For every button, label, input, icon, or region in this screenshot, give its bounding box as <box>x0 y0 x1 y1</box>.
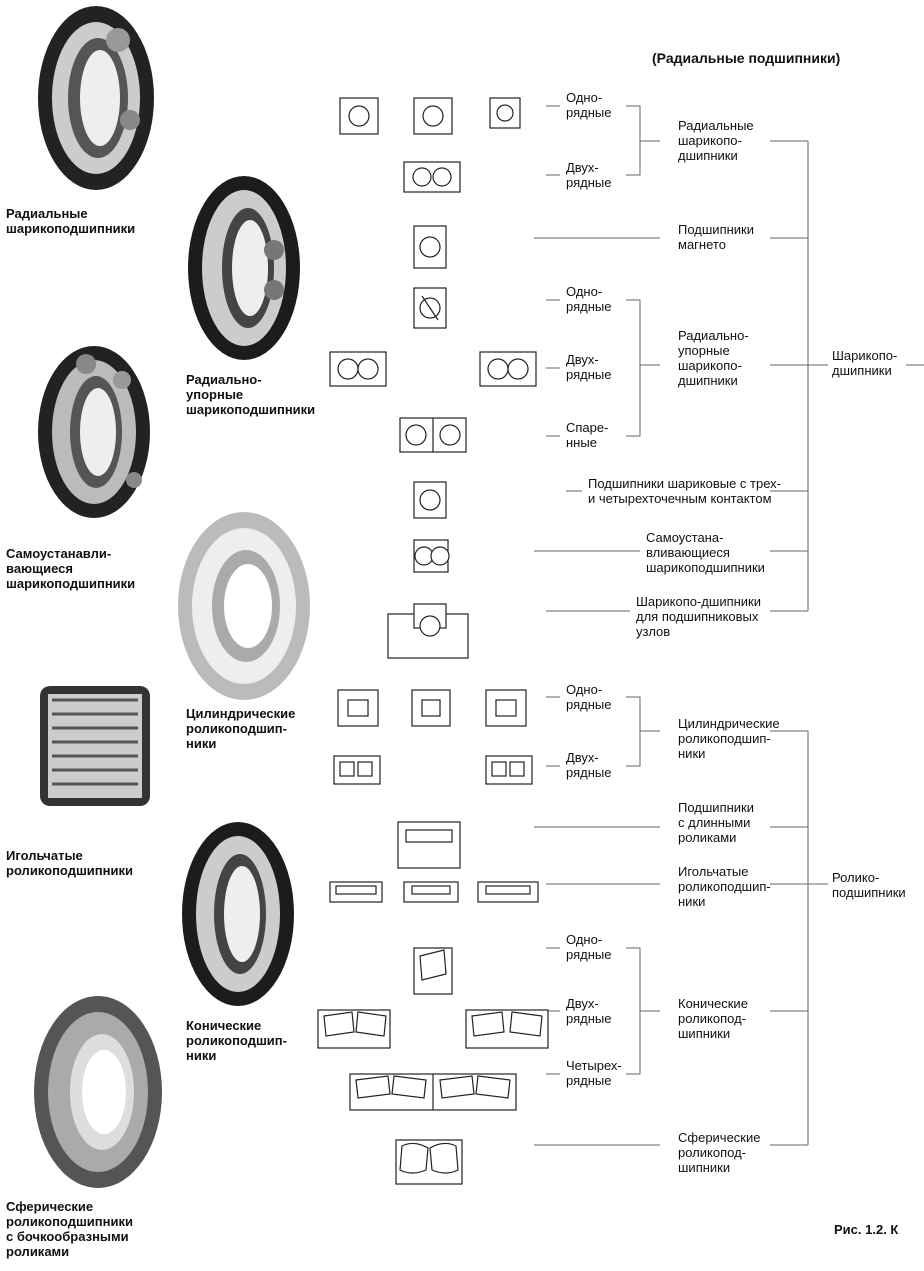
subtype-tapered: Конические роликопод- шипники <box>678 996 748 1041</box>
tapered-double-symbol-2 <box>465 1009 549 1049</box>
angular-contact-bearing-photo <box>188 176 300 360</box>
caption-cylindrical: Цилиндрические роликоподшип- ники <box>186 706 296 751</box>
spherical-roller-bearing-photo <box>34 996 162 1188</box>
caption-radial-ball: Радиальные шарикоподшипники <box>6 206 136 236</box>
cylindrical-double-symbol-2 <box>485 755 533 785</box>
subtype-needle: Игольчатые роликоподшип- ники <box>678 864 771 909</box>
long-roller-symbol <box>397 821 461 869</box>
caption-needle: Игольчатые роликоподшипники <box>6 848 133 878</box>
header: (Радиальные подшипники) <box>652 50 841 66</box>
cylindrical-symbol-2 <box>411 689 451 727</box>
row-paired: Спаре- нные <box>566 420 609 450</box>
angular-double-symbol-1 <box>329 351 387 387</box>
tapered-roller-bearing-photo <box>182 822 294 1006</box>
unit-bearing-symbol <box>387 603 469 659</box>
needle-symbol-2 <box>403 881 459 903</box>
radial-ball-symbol-1 <box>339 97 379 135</box>
subtype-angular-contact: Радиально- упорные шарикопо- дшипники <box>678 328 749 388</box>
subtype-four-point: Подшипники шариковые с трех- и четырехто… <box>588 476 781 506</box>
row-double-3: Двух- рядные <box>566 750 612 780</box>
paired-symbol <box>399 417 467 453</box>
cylindrical-symbol-3 <box>485 689 527 727</box>
self-aligning-bearing-photo <box>38 346 150 518</box>
tapered-single-symbol <box>413 947 453 995</box>
bearing-symbols <box>317 97 549 1185</box>
radial-ball-symbol-2 <box>413 97 453 135</box>
cylindrical-roller-bearing-photo <box>178 512 310 700</box>
row-four: Четырех- рядные <box>566 1058 622 1088</box>
subtype-magneto: Подшипники магнето <box>678 222 754 252</box>
cylindrical-symbol-1 <box>337 689 379 727</box>
radial-ball-symbol-3 <box>489 97 521 129</box>
subtype-cylindrical: Цилиндрические роликоподшип- ники <box>678 716 780 761</box>
group-roller: Ролико- подшипники <box>832 870 906 900</box>
row-single-1: Одно- рядные <box>566 90 612 120</box>
row-single-4: Одно- рядные <box>566 932 612 962</box>
magneto-symbol <box>413 225 447 269</box>
needle-symbol-3 <box>477 881 539 903</box>
spherical-symbol <box>395 1139 463 1185</box>
tapered-four-row-symbol <box>349 1073 517 1111</box>
radial-ball-bearing-photo <box>38 6 154 190</box>
caption-angular-contact: Радиально- упорные шарикоподшипники <box>186 372 316 417</box>
needle-roller-bearing-photo <box>40 686 150 806</box>
caption-tapered: Конические роликоподшип- ники <box>186 1018 287 1063</box>
row-double-1: Двух- рядные <box>566 160 612 190</box>
tapered-double-symbol-1 <box>317 1009 391 1049</box>
double-row-ball-symbol <box>403 161 461 193</box>
figure-caption: Рис. 1.2. К <box>834 1222 899 1237</box>
self-aligning-symbol <box>413 539 450 573</box>
angular-double-symbol-2 <box>479 351 537 387</box>
row-double-4: Двух- рядные <box>566 996 612 1026</box>
subtype-spherical: Сферические роликопод- шипники <box>678 1130 761 1175</box>
four-point-symbol <box>413 481 447 519</box>
caption-spherical: Сферические роликоподшипники с бочкообра… <box>6 1199 133 1259</box>
row-single-3: Одно- рядные <box>566 682 612 712</box>
subtype-unit-bearings: Шарикопо-дшипники для подшипниковых узло… <box>636 594 762 639</box>
caption-self-aligning: Самоустанавли- вающиеся шарикоподшипники <box>6 546 136 591</box>
subtype-radial-ball: Радиальные шарикопо- дшипники <box>678 118 754 163</box>
row-double-2: Двух- рядные <box>566 352 612 382</box>
cylindrical-double-symbol-1 <box>333 755 381 785</box>
angular-single-symbol <box>413 287 447 329</box>
row-single-2: Одно- рядные <box>566 284 612 314</box>
needle-symbol-1 <box>329 881 383 903</box>
subtype-long-roller: Подшипники с длинными роликами <box>678 800 754 845</box>
group-ball: Шарикопо- дшипники <box>832 348 898 378</box>
subtype-self-aligning: Самоустана- вливающиеся шарикоподшипники <box>646 530 765 575</box>
